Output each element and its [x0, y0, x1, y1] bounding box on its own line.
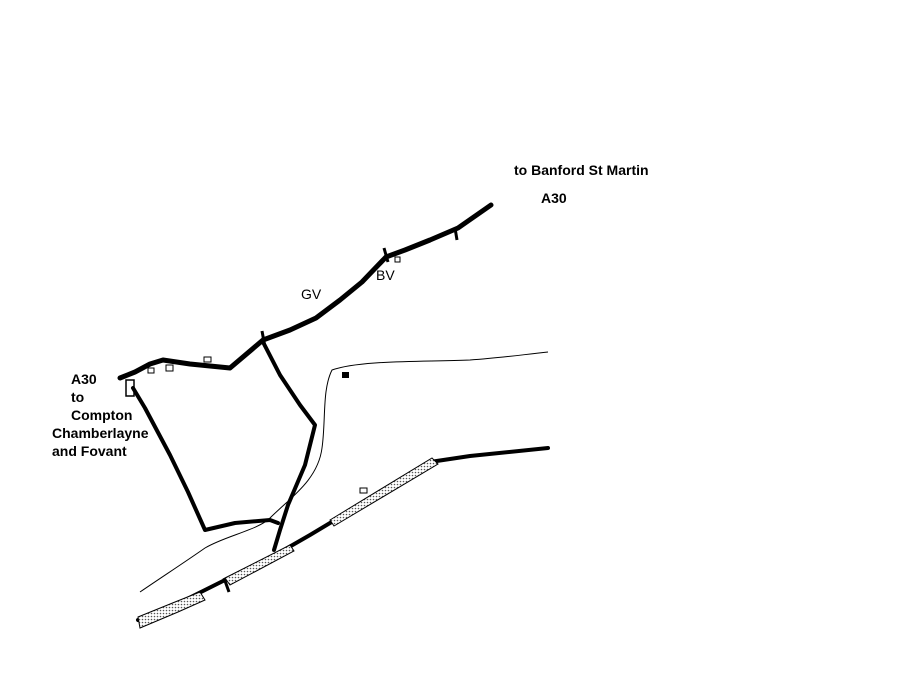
label-a30-west: A30	[71, 371, 97, 387]
label-west-to: to	[71, 389, 85, 405]
a30-road	[117, 202, 494, 381]
railway-embankment	[224, 544, 295, 586]
mill-building	[342, 372, 349, 378]
railway-embankment	[137, 591, 206, 629]
railway-bridge	[222, 577, 231, 593]
loop-road-west	[131, 386, 280, 532]
building	[203, 356, 212, 363]
road-tick	[382, 247, 390, 263]
label-west-compton: Compton	[71, 407, 133, 423]
river	[139, 351, 549, 593]
label-bv: BV	[376, 267, 395, 283]
label-gv: GV	[301, 286, 322, 302]
label-west-destination: A30 to Compton Chamberlayne and Fovant	[52, 370, 148, 460]
link-road	[261, 340, 317, 552]
station-building	[359, 487, 368, 494]
building	[394, 256, 401, 263]
building	[147, 367, 155, 374]
label-to-banford: to Banford St Martin	[514, 162, 649, 178]
label-a30-east: A30	[541, 190, 567, 206]
building	[165, 364, 174, 372]
road-tick	[453, 227, 459, 241]
label-west-and-fovant: and Fovant	[52, 443, 127, 459]
label-west-chamberlayne: Chamberlayne	[52, 425, 149, 441]
railway-embankment	[329, 457, 439, 527]
